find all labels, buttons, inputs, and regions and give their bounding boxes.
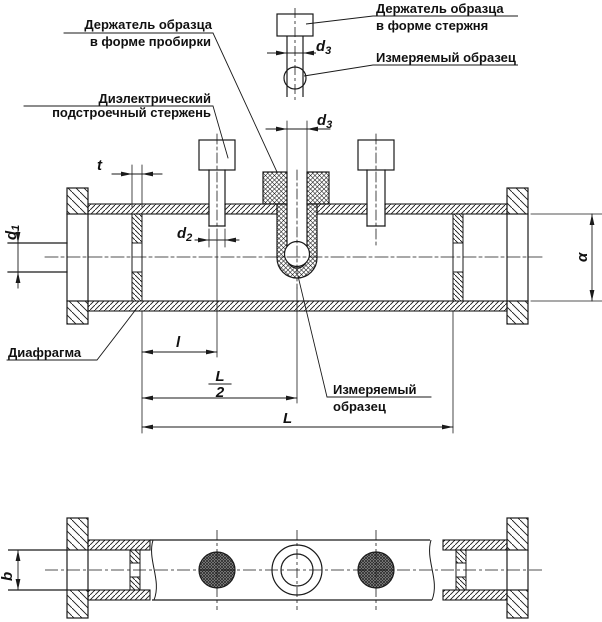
label-holder-tube-line1: Держатель образца (84, 17, 212, 32)
leader-lines (6, 32, 432, 398)
dim-label-d3-inset: d3 (316, 38, 331, 57)
left-flange (66, 187, 89, 325)
left-tuning-rod (198, 139, 236, 227)
dim-label-L-half-num: L (215, 368, 224, 385)
top-view-left-flange (66, 517, 89, 619)
break-line-left (151, 539, 157, 601)
right-diaphragm (452, 213, 464, 302)
dim-label-l: l (176, 334, 181, 351)
rod-holder-inset (267, 8, 518, 103)
dim-label-d1: d1 (3, 225, 22, 240)
input-port (7, 242, 68, 273)
text-labels: Держатель образца в форме пробирки Держа… (0, 1, 591, 581)
dimension-lines (15, 126, 595, 430)
label-dielectric-line2: подстроечный стержень (52, 105, 211, 120)
dim-label-b: b (0, 572, 16, 581)
dim-label-L-half-den: 2 (215, 384, 225, 401)
label-measured-sample-inset: Измеряемый образец (376, 50, 516, 65)
centerlines (44, 133, 546, 289)
label-measured-sample-line1: Измеряемый (333, 382, 416, 397)
waveguide-walls (87, 203, 508, 312)
label-holder-rod-line2: в форме стержня (376, 18, 488, 33)
label-dielectric-line1: Диэлектрический (98, 91, 211, 106)
dim-label-d3-main: d3 (317, 112, 332, 131)
label-diaphragm: Диафрагма (8, 345, 82, 360)
dim-label-alpha: α (574, 252, 591, 262)
top-view-centerlines (45, 530, 545, 610)
dim-label-L: L (283, 410, 292, 427)
label-holder-tube-line2: в форме пробирки (90, 34, 211, 49)
b-dimension (15, 550, 21, 590)
top-view-right-flange (506, 517, 529, 619)
label-measured-sample-line2: образец (333, 399, 386, 414)
label-holder-rod-line1: Держатель образца (376, 1, 504, 16)
right-flange (506, 187, 529, 325)
break-line-right (429, 539, 435, 601)
extension-lines (131, 120, 602, 434)
inset-leaders (303, 15, 518, 77)
top-view (8, 517, 545, 619)
top-view-walls (87, 539, 508, 601)
dim-label-d2: d2 (177, 225, 192, 244)
main-section-view (6, 32, 602, 434)
dim-label-t: t (97, 157, 103, 174)
left-diaphragm (131, 213, 143, 302)
test-tube-holder (262, 171, 330, 279)
